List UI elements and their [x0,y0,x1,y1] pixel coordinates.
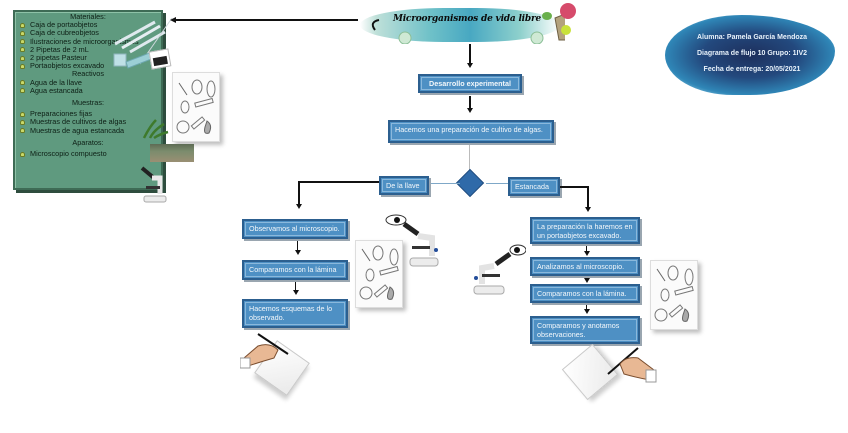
list-item: Portaobjetos excavado [19,62,157,70]
writing-hand-icon [240,333,289,369]
list-item: Microscopio compuesto [19,149,157,158]
list-item: 2 pipetas Pasteur [19,53,157,62]
page-title: Microorganismos de vida libre [392,14,542,24]
list-item: Preparaciones fijas [19,110,157,118]
arrow-head-down-icon [585,207,591,212]
decision-diamond [455,168,485,198]
title-banner [360,8,560,42]
bullet-icon [20,88,25,94]
connector-line [176,19,358,21]
right-step-box: La preparación la haremos en un portaobj… [530,217,640,244]
list-item: Caja de portaobjetos [19,20,157,29]
arrow-head-down-icon [293,290,299,295]
bullet-icon [20,111,25,117]
writing-hand-icon [607,347,657,383]
connector-line [298,181,300,205]
bullet-icon [20,47,25,53]
arrow-head-down-icon [584,278,590,283]
microorganisms-plate-image [650,260,698,330]
connector-line [295,282,296,292]
pipettes-icon [114,17,173,65]
list-item: Ilustraciones de microorganismos [19,37,157,46]
connector-line [298,181,379,183]
connector-line [428,183,460,184]
info-block: Alumna: Pamela García Mendoza Diagrama d… [672,30,832,78]
bullet-icon [20,63,25,69]
connector-line [469,96,471,110]
aparatos-heading: Aparatos: [72,137,104,147]
connector-line [586,246,587,252]
left-step-box: Observamos al microscopio. [242,219,348,239]
algae-icon [142,119,169,140]
right-step-box: Comparamos con la lámina. [530,284,640,303]
bullet-icon [20,151,25,157]
arrow-head-down-icon [584,309,590,314]
diagram-label: Diagrama de flujo 10 Grupo: 1IV2 [696,50,808,57]
start-box: Desarrollo experimental [418,74,522,93]
left-step-box: Hacemos esquemas de lo observado. [242,299,348,328]
arrow-head-down-icon [584,251,590,256]
pond-water-image [150,144,194,162]
right-step-box: Analizamos al microscopio. [530,257,640,276]
info-splash [665,15,835,95]
bullet-icon [20,39,25,45]
due-date: Fecha de entrega: 20/05/2021 [703,66,801,73]
reactivos-heading: Reactivos [71,69,105,79]
list-item: Muestras de agua estancada [19,126,157,135]
connector-line [486,183,508,184]
connector-line [560,186,588,188]
branch-left-box: De la llave [379,176,429,195]
microscope-eye-icon [473,244,526,295]
connector-line [469,44,471,65]
muestras-heading: Muestras: [71,98,105,108]
microorganisms-plate-image [355,240,403,308]
bullet-icon [20,80,25,86]
list-item: Caja de cubreobjetos [19,29,157,37]
connector-line [586,305,587,310]
microorganisms-plate-image [172,72,220,142]
connector-line [587,186,589,208]
list-item: Muestras de cultivos de algas [19,118,157,126]
connector-line [469,145,470,171]
bullet-icon [20,55,25,61]
arrow-head-down-icon [467,63,473,68]
arrow-head-left-icon [170,17,176,23]
bullet-icon [20,120,25,126]
bullet-icon [20,22,25,28]
microscope-icon [140,166,167,203]
step-box: Hacemos una preparación de cultivo de al… [388,120,554,143]
connector-line [297,241,298,253]
materials-heading: Materiales: [70,12,106,21]
student-name: Alumna: Pamela García Mendoza [696,34,808,41]
cells-icon [560,3,576,35]
arrow-head-down-icon [295,250,301,255]
microscope-eye-icon [385,214,439,267]
bullet-icon [20,31,25,36]
arrow-head-down-icon [296,204,302,209]
slide-box-icon [148,48,172,70]
arrow-head-down-icon [467,108,473,113]
list-item: Agua de la llave [19,78,157,87]
list-item: 2 Pipetas de 2 mL [19,45,157,54]
right-step-box: Comparamos y anotamos observaciones. [530,316,640,344]
branch-right-box: Estancada [508,177,560,196]
list-item: Agua estancada [19,86,157,95]
bullet-icon [20,128,25,134]
left-step-box: Comparamos con la lámina [242,260,348,280]
